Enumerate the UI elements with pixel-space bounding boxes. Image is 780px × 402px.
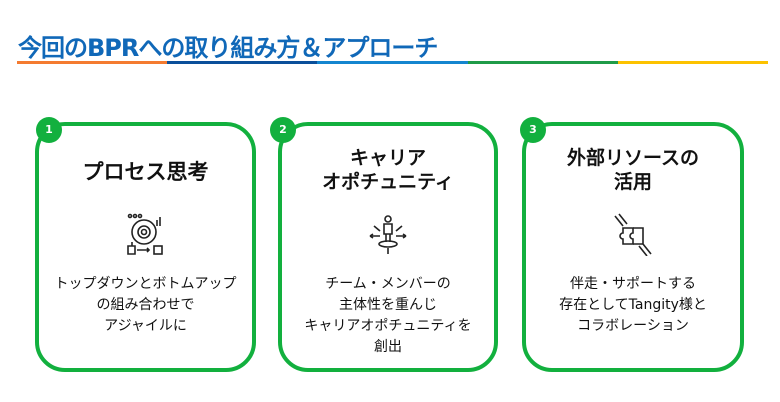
rule-segment (317, 61, 468, 64)
title-underline (17, 61, 769, 64)
step-badge-3: 3 (520, 117, 546, 143)
title-line: オポチュニティ (322, 171, 454, 193)
card-body: チーム・メンバーの 主体性を重んじ キャリアオポチュニティを 創出 (282, 274, 494, 358)
card-title: キャリア オポチュニティ (282, 146, 494, 194)
rule-segment (17, 61, 168, 64)
card-body: 伴走・サポートする 存在としてTangity様と コラボレーション (526, 274, 740, 337)
card-external-resources: 外部リソースの 活用 伴走・サポートする 存在としてTangity様と コラボレ… (522, 122, 744, 372)
rule-segment (167, 61, 318, 64)
body-line: 伴走・サポートする (570, 276, 696, 292)
body-line: コラボレーション (577, 318, 689, 334)
card-body: トップダウンとボトムアップ の組み合わせで アジャイルに (39, 274, 252, 337)
page-title: 今回のBPRへの取り組み方＆アプローチ (18, 34, 438, 62)
body-line: 主体性を重んじ (339, 297, 437, 313)
step-badge-1: 1 (36, 117, 62, 143)
rule-segment (467, 61, 618, 64)
body-line: 創出 (374, 339, 402, 355)
title-line: 活用 (613, 171, 652, 193)
body-line: 存在としてTangity様と (559, 297, 707, 313)
title-line: 外部リソースの (566, 147, 700, 169)
body-line: の組み合わせで (96, 297, 195, 313)
person-directions-icon (369, 215, 407, 254)
body-line: トップダウンとボトムアップ (54, 276, 237, 292)
card-process-thinking: プロセス思考 トップダウンとボトムアップ の組み合わせで アジャイルに (35, 122, 256, 372)
puzzle-hands-icon (614, 213, 652, 256)
card-career-opportunity: キャリア オポチュニティ チーム・メンバーの 主体性を重んじ キャリアオポチュニ… (278, 122, 498, 372)
step-badge-2: 2 (270, 117, 296, 143)
title-line: キャリア (349, 147, 426, 169)
body-line: キャリアオポチュニティを (304, 318, 472, 334)
process-gear-icon (126, 213, 163, 255)
rule-segment (617, 61, 769, 64)
body-line: アジャイルに (104, 318, 187, 334)
card-title: プロセス思考 (82, 160, 209, 184)
body-line: チーム・メンバーの (325, 276, 451, 292)
card-title: 外部リソースの 活用 (526, 146, 740, 194)
